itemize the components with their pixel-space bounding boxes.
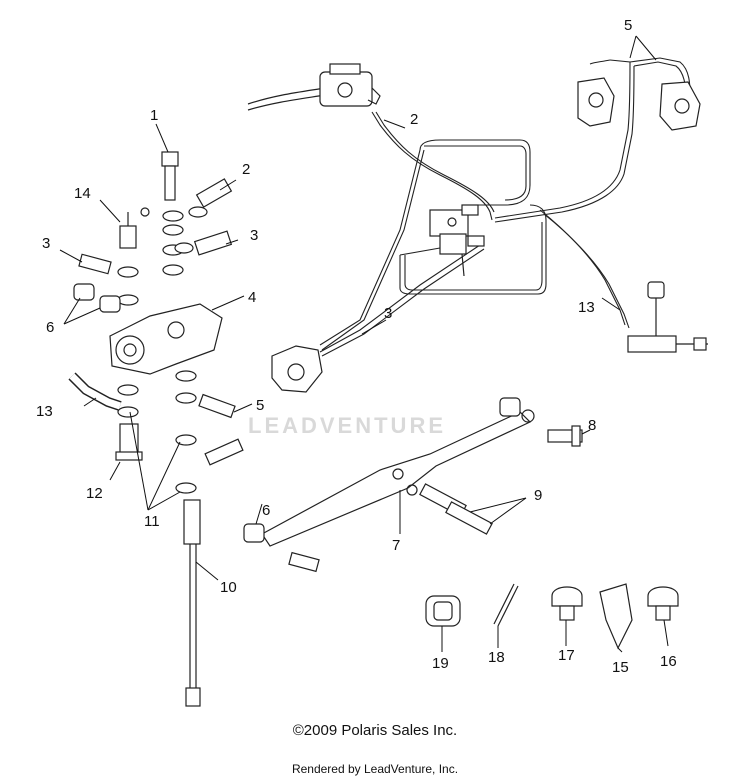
nuts-6 — [73, 283, 121, 313]
callout-5-left: 5 — [256, 397, 264, 414]
callout-13-right: 13 — [578, 299, 595, 316]
callout-16: 16 — [660, 653, 677, 670]
grommet-19 — [425, 595, 461, 627]
callout-19: 19 — [432, 655, 449, 672]
callout-4: 4 — [248, 289, 256, 306]
proportioning-valve — [109, 303, 223, 375]
callout-3-lines: 3 — [384, 305, 392, 322]
callouts: 1 2 2 3 3 3 4 5 5 6 6 7 8 9 10 11 12 13 … — [36, 17, 677, 676]
callout-17: 17 — [558, 647, 575, 664]
callout-2: 2 — [242, 161, 250, 178]
brake-lines — [319, 57, 691, 357]
pressure-switch — [119, 207, 150, 249]
clip-17 — [551, 586, 583, 621]
handlebar-master-cylinder — [247, 63, 381, 111]
callout-5-top: 5 — [624, 17, 632, 34]
callout-6-left: 6 — [46, 319, 54, 336]
watermark-text: LEADVENTURE — [248, 413, 447, 438]
callout-14: 14 — [74, 185, 91, 202]
rear-caliper — [271, 345, 323, 393]
hose-fitting-3-left — [78, 253, 112, 275]
rear-master-cylinder — [627, 281, 708, 353]
junction-block — [429, 204, 485, 277]
callout-12: 12 — [86, 485, 103, 502]
leader-lines — [59, 35, 669, 653]
nut-6-lower — [243, 523, 265, 543]
bolts-9 — [288, 483, 493, 573]
callout-6-lower: 6 — [262, 502, 270, 519]
hose-fitting-2 — [188, 178, 233, 218]
brake-hose-10 — [183, 499, 201, 707]
callout-1: 1 — [150, 107, 158, 124]
spacer-top — [499, 397, 521, 417]
callout-13-left: 13 — [36, 403, 53, 420]
clip-16 — [647, 586, 679, 621]
pin-8 — [547, 425, 583, 447]
hose-fitting-13 — [68, 372, 122, 411]
rendered-by-text: Rendered by LeadVenture, Inc. — [291, 762, 459, 776]
callout-7: 7 — [392, 537, 400, 554]
front-calipers — [577, 77, 701, 131]
banjo-bolt — [161, 151, 179, 201]
callout-3-right: 3 — [250, 227, 258, 244]
callout-10: 10 — [220, 579, 237, 596]
hose-fittings-5 — [198, 393, 244, 466]
callout-9: 9 — [534, 487, 542, 504]
callout-8: 8 — [588, 417, 596, 434]
washers-lower — [117, 370, 197, 494]
clip-15 — [599, 583, 633, 650]
callout-3-left: 3 — [42, 235, 50, 252]
linkage-bar — [261, 409, 535, 547]
callout-18: 18 — [488, 649, 505, 666]
callout-2-lines: 2 — [410, 111, 418, 128]
callout-11: 11 — [144, 513, 160, 530]
washers-upper — [117, 210, 184, 306]
cable-tie-18 — [493, 583, 519, 627]
hose-fitting-3-right — [174, 230, 233, 256]
callout-15: 15 — [612, 659, 629, 676]
copyright-text: ©2009 Polaris Sales Inc. — [292, 722, 458, 739]
